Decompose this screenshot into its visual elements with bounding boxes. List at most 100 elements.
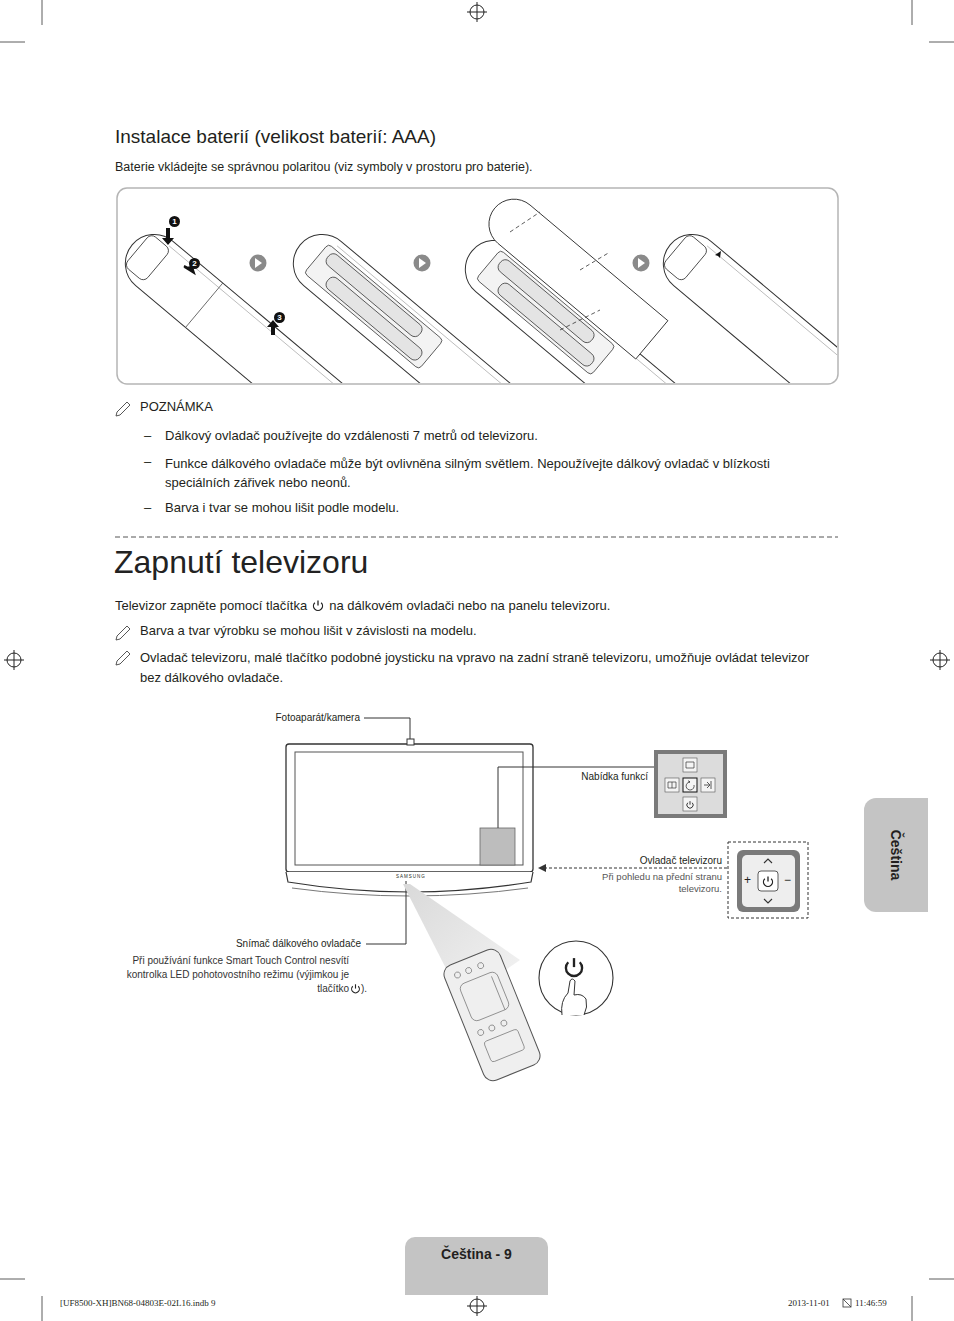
drawing-line [544,868,727,869]
drawing-rect [683,797,697,811]
illustration-box [117,188,838,384]
drawing-use [651,223,837,383]
drawing-circle [454,971,462,979]
drawing-path [712,251,721,262]
drawing-rect [658,754,723,814]
drawing-line [510,212,540,232]
note-text: Dálkový ovladač používejte do vzdálenost… [165,428,835,444]
language-tab: Čeština [864,798,928,912]
power-button-callout [539,941,613,1015]
drawing-rect [324,275,425,363]
drawing-rect [480,828,515,865]
drawing-rect [295,752,523,865]
drawing-circle [477,1029,485,1037]
list-dash: – [144,454,151,470]
drawing-circle [500,1019,508,1027]
drawing-line [14,650,15,670]
drawing-rect [458,970,510,1022]
drawing-line [477,1296,478,1316]
drawing-polyline [364,718,410,739]
instruction-text: Baterie vkládejte se správnou polaritou … [115,159,533,175]
drawing-line [0,1279,25,1280]
drawing-line [940,650,941,670]
page-title: Zapnutí televizoru [114,543,368,581]
imprint-icon [843,1299,851,1307]
note-text: Barva a tvar výrobku se mohou lišit v zá… [140,623,830,639]
drawing-line [42,1296,43,1321]
drawing-line [580,252,610,270]
drawing-line [477,2,478,22]
drawing-use [633,255,650,272]
arrowhead [538,864,546,872]
drawing-rect [742,855,795,907]
separator [115,537,838,538]
drawing-rect [654,750,727,818]
drawing-path [668,762,694,788]
drawing-path [686,781,694,790]
drawing-rect [737,850,800,912]
drawing-line [843,1299,851,1307]
drawing-circle [539,941,613,1015]
drawing-rect [304,244,443,370]
drawing-rect [758,871,778,891]
drawing-use [250,255,267,272]
print-imprint: 2013-11-01 [788,1298,830,1309]
page-number-tab: Čeština - 9 [405,1237,548,1295]
drawing-use [414,255,431,272]
drawing-circle [465,967,473,975]
drawing-rect [286,744,533,872]
list-dash: – [144,500,151,516]
drawing-rect [728,842,808,918]
power-symbol [350,983,361,995]
note-text: Barva i tvar se mohou lišit podle modelu… [165,500,835,516]
tab-text: Čeština - 9 [405,1237,548,1262]
part-label: Ovladač televizoru [582,854,722,867]
print-imprint: [UF8500-XH]BN68-04803E-02L16.indb 9 [60,1298,216,1309]
drawing-rect [683,758,697,772]
drawing-path [116,626,130,640]
drawing-path [116,402,130,416]
drawing-line [42,0,43,25]
brand-logo: SAMSUNG [391,874,431,880]
drawing-g [479,189,668,359]
drawing-polyline [366,881,406,944]
drawing-polyline [498,767,654,828]
drawing-line [912,1296,913,1321]
drawing-line [912,0,913,25]
function-menu [654,750,727,818]
note-icon [116,402,130,665]
drawing-circle [488,1024,496,1032]
control-sign: + [744,873,751,888]
control-sign: − [784,873,791,888]
tv-controller [728,842,808,918]
drawing-line [185,283,222,327]
drawing-path [764,859,772,903]
drawing-rect [701,778,715,792]
drawing-rect [484,1029,526,1063]
callout-number: 2 [189,258,200,269]
note-text: Ovladač televizoru, malé tlačítko podobn… [140,648,830,688]
drawing-line [0,42,25,43]
drawing-use [764,877,773,887]
drawing-rect [407,739,414,745]
drawing-path [704,781,711,789]
drawing-use [566,958,582,976]
registration-marks [4,2,950,1316]
drawing-path [116,651,130,665]
note-heading: POZNÁMKA [140,399,213,415]
drawing-line [560,310,600,330]
drawing-use [687,801,693,808]
drawing-rect [662,233,709,282]
print-imprint: 11:46:59 [855,1298,887,1309]
drawing-g [651,223,837,383]
list-dash: – [144,428,151,444]
tv [286,739,533,896]
drawing-rect [441,946,543,1083]
part-note: Při pohledu na přední stranu televizoru. [572,871,722,895]
callout-number: 3 [274,312,285,323]
part-label: Fotoaparát/kamera [220,711,360,724]
remote-control [441,946,543,1083]
section-heading: Instalace baterií (velikost baterií: AAA… [115,125,436,149]
drawing-path [162,228,174,245]
part-label: Nabídka funkcí [528,770,648,783]
